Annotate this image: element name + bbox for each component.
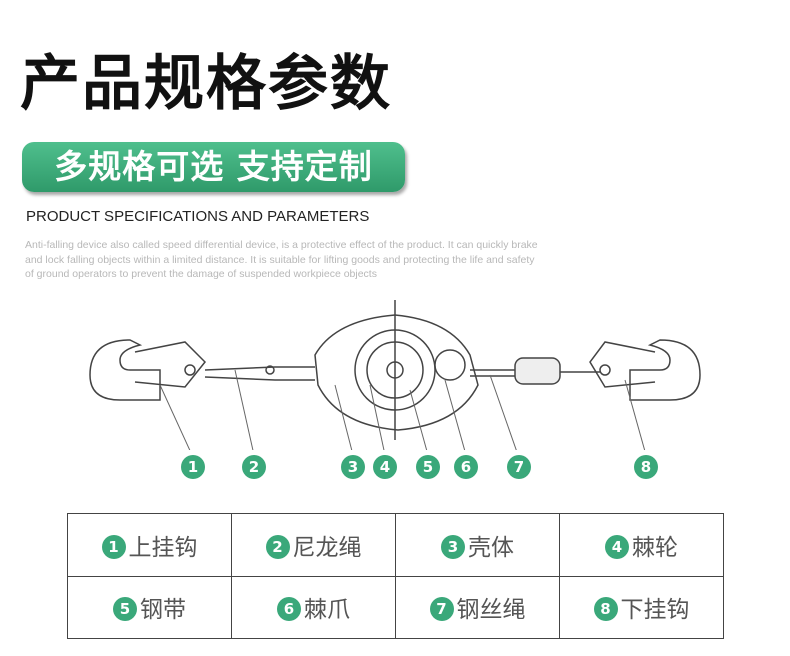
callout-4: 4	[373, 455, 397, 479]
part-number: 1	[101, 534, 126, 559]
part-label: 钢丝绳	[456, 597, 526, 624]
callout-5: 5	[416, 455, 440, 479]
upper-hook	[89, 339, 207, 401]
callout-7: 7	[507, 455, 531, 479]
part-number: 8	[593, 597, 618, 622]
callout-1: 1	[181, 455, 205, 479]
part-label: 下挂钩	[620, 597, 690, 624]
nylon-rope	[204, 366, 315, 381]
banner: 多规格可选 支持定制	[22, 142, 405, 192]
part-label: 尼龙绳	[292, 534, 362, 561]
part-label: 钢带	[140, 597, 186, 624]
description: Anti-falling device also called speed di…	[25, 239, 538, 280]
rope-sleeve	[514, 357, 561, 385]
part-number: 6	[277, 597, 301, 622]
callout-2: 2	[242, 455, 266, 479]
callout-8: 8	[634, 455, 658, 479]
device-diagram	[89, 300, 701, 450]
part-label: 棘爪	[304, 597, 350, 624]
part-number: 4	[605, 534, 629, 559]
subtitle-en: PRODUCT SPECIFICATIONS AND PARAMETERS	[26, 208, 370, 225]
part-number: 5	[113, 597, 137, 622]
wire-rope	[470, 369, 515, 377]
lower-hook	[589, 339, 701, 401]
callout-3: 3	[341, 455, 365, 479]
part-label: 壳体	[468, 534, 514, 561]
part-number: 3	[441, 534, 465, 559]
part-label: 上挂钩	[128, 534, 198, 561]
housing	[314, 300, 479, 440]
part-label: 棘轮	[632, 534, 678, 561]
part-number: 2	[265, 534, 290, 559]
page-title: 产品规格参数	[20, 49, 392, 119]
callout-6: 6	[454, 455, 478, 479]
part-number: 7	[429, 597, 454, 622]
